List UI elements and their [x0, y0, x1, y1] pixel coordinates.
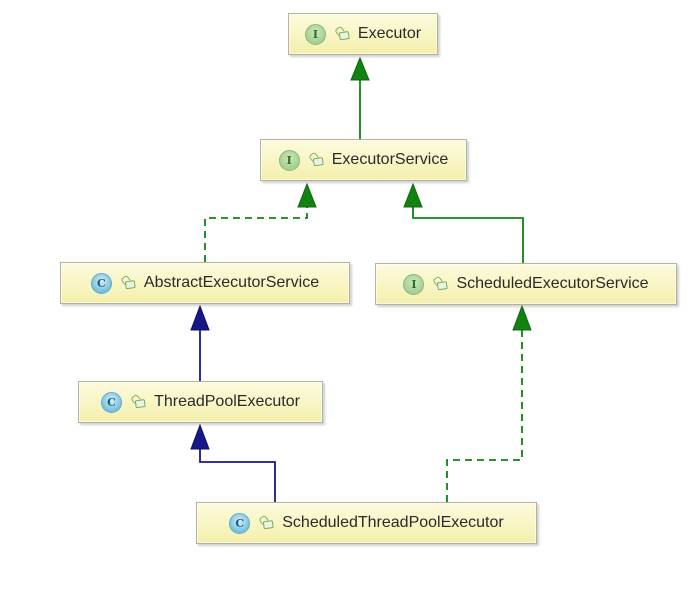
open-lock-icon: [307, 151, 324, 168]
edge-scheduledthreadpoolexecutor-extends-threadpoolexecutor[interactable]: [190, 423, 276, 502]
class-node-scheduledthreadpoolexecutor[interactable]: C ScheduledThreadPoolExecutor: [196, 502, 537, 544]
edge-abstractexecutorservice-implements-executorservice[interactable]: [204, 182, 317, 262]
edge-executorservice-extends-executor[interactable]: [350, 56, 370, 139]
interface-icon: I: [278, 149, 300, 171]
extends-arrowhead: [403, 182, 423, 208]
open-lock-icon: [432, 275, 449, 292]
open-lock-icon: [334, 25, 350, 42]
class-icon: C: [229, 512, 251, 534]
class-icon: C: [101, 391, 123, 413]
implements-arrowhead: [297, 182, 317, 208]
extends-arrowhead: [190, 423, 210, 450]
node-label: ScheduledExecutorService: [456, 275, 649, 292]
node-label: Executor: [357, 25, 422, 42]
edge-scheduledthreadpoolexecutor-implements-scheduledexecutorservice[interactable]: [446, 304, 532, 502]
implements-arrowhead: [512, 304, 532, 331]
edge-line: [446, 329, 523, 502]
edge-threadpoolexecutor-extends-abstractexecutorservice[interactable]: [190, 304, 210, 381]
node-label: ThreadPoolExecutor: [154, 393, 300, 410]
node-label: ExecutorService: [331, 151, 449, 168]
node-label: AbstractExecutorService: [143, 274, 320, 291]
class-node-scheduledexecutorservice[interactable]: I ScheduledExecutorService: [375, 263, 677, 305]
open-lock-icon: [258, 514, 275, 531]
class-icon: C: [90, 272, 112, 294]
class-node-executor[interactable]: I Executor: [288, 13, 438, 55]
extends-arrowhead: [350, 56, 370, 81]
class-node-threadpoolexecutor[interactable]: C ThreadPoolExecutor: [78, 381, 323, 423]
open-lock-icon: [130, 393, 146, 410]
node-label: ScheduledThreadPoolExecutor: [282, 514, 504, 531]
edge-line: [412, 206, 524, 263]
class-node-executorservice[interactable]: I ExecutorService: [260, 139, 467, 181]
interface-icon: I: [403, 273, 425, 295]
edge-line: [199, 448, 276, 502]
edge-line: [204, 206, 308, 262]
interface-icon: I: [304, 23, 326, 45]
open-lock-icon: [120, 274, 136, 291]
class-node-abstractexecutorservice[interactable]: C AbstractExecutorService: [60, 262, 350, 304]
edge-scheduledexecutorservice-extends-executorservice[interactable]: [403, 182, 524, 263]
extends-arrowhead: [190, 304, 210, 331]
